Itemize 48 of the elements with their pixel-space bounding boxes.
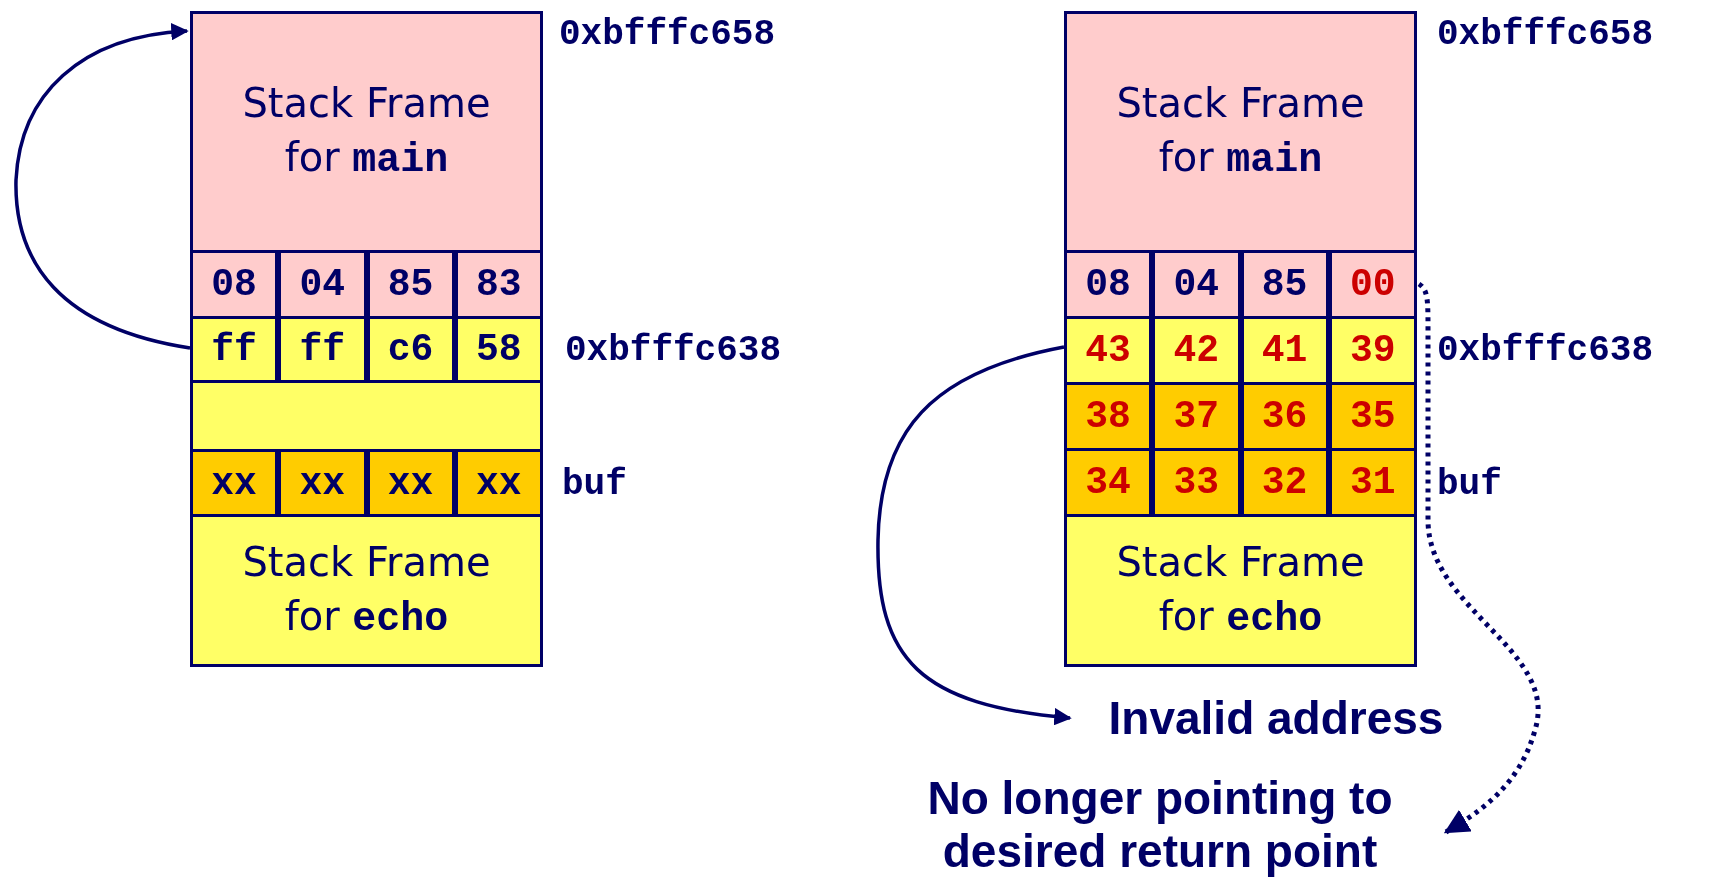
memory-byte-cell: 85 xyxy=(1240,250,1329,319)
memory-byte-cell: 58 xyxy=(454,316,543,383)
memory-byte-cell: c6 xyxy=(366,316,455,383)
memory-byte-cell: 00 xyxy=(1328,250,1417,319)
memory-byte-cell: 39 xyxy=(1328,316,1417,385)
empty-memory-row xyxy=(190,380,543,452)
memory-byte-cell: 32 xyxy=(1240,448,1329,517)
memory-byte-cell: 85 xyxy=(366,250,455,319)
annotation-text: Invalid address xyxy=(1076,692,1476,745)
frame-title: Stack Frame for echo xyxy=(1115,537,1366,644)
memory-byte-cell: 41 xyxy=(1240,316,1329,385)
memory-byte-cell: 34 xyxy=(1064,448,1153,517)
stack-frame-box xyxy=(1064,514,1417,667)
frame-title: Stack Frame for main xyxy=(1115,79,1366,185)
memory-byte-cell: 36 xyxy=(1240,382,1329,451)
variable-label: buf xyxy=(562,464,627,505)
memory-byte-cell: 31 xyxy=(1328,448,1417,517)
memory-byte-cell: xx xyxy=(190,449,279,517)
address-label: 0xbfffc658 xyxy=(1437,14,1654,55)
memory-byte-cell: xx xyxy=(366,449,455,517)
address-label: 0xbfffc638 xyxy=(1437,330,1654,371)
memory-byte-cell: 35 xyxy=(1328,382,1417,451)
dotted-arrow xyxy=(1417,282,1541,835)
stack-frame-box xyxy=(190,514,543,667)
memory-byte-cell: 08 xyxy=(1064,250,1153,319)
memory-byte-cell: xx xyxy=(454,449,543,517)
variable-label: buf xyxy=(1437,464,1502,505)
memory-byte-cell: ff xyxy=(190,316,279,383)
curved-arrow xyxy=(876,345,1072,725)
stack-frame-box xyxy=(190,11,543,253)
memory-byte-cell: 04 xyxy=(278,250,367,319)
memory-byte-cell: 38 xyxy=(1064,382,1153,451)
memory-byte-cell: 42 xyxy=(1152,316,1241,385)
memory-byte-cell: 33 xyxy=(1152,448,1241,517)
annotation-text: No longer pointing to desired return point xyxy=(880,772,1440,878)
address-label: 0xbfffc658 xyxy=(559,14,776,55)
curved-arrow xyxy=(14,23,191,350)
memory-byte-cell: 83 xyxy=(454,250,543,319)
memory-byte-cell: 43 xyxy=(1064,316,1153,385)
frame-title: Stack Frame for main xyxy=(241,79,492,185)
memory-byte-cell: 08 xyxy=(190,250,279,319)
frame-title: Stack Frame for echo xyxy=(241,537,492,644)
memory-byte-cell: xx xyxy=(278,449,367,517)
memory-byte-cell: 04 xyxy=(1152,250,1241,319)
stack-frame-box xyxy=(1064,11,1417,253)
memory-byte-cell: ff xyxy=(278,316,367,383)
memory-byte-cell: 37 xyxy=(1152,382,1241,451)
address-label: 0xbfffc638 xyxy=(565,330,782,371)
